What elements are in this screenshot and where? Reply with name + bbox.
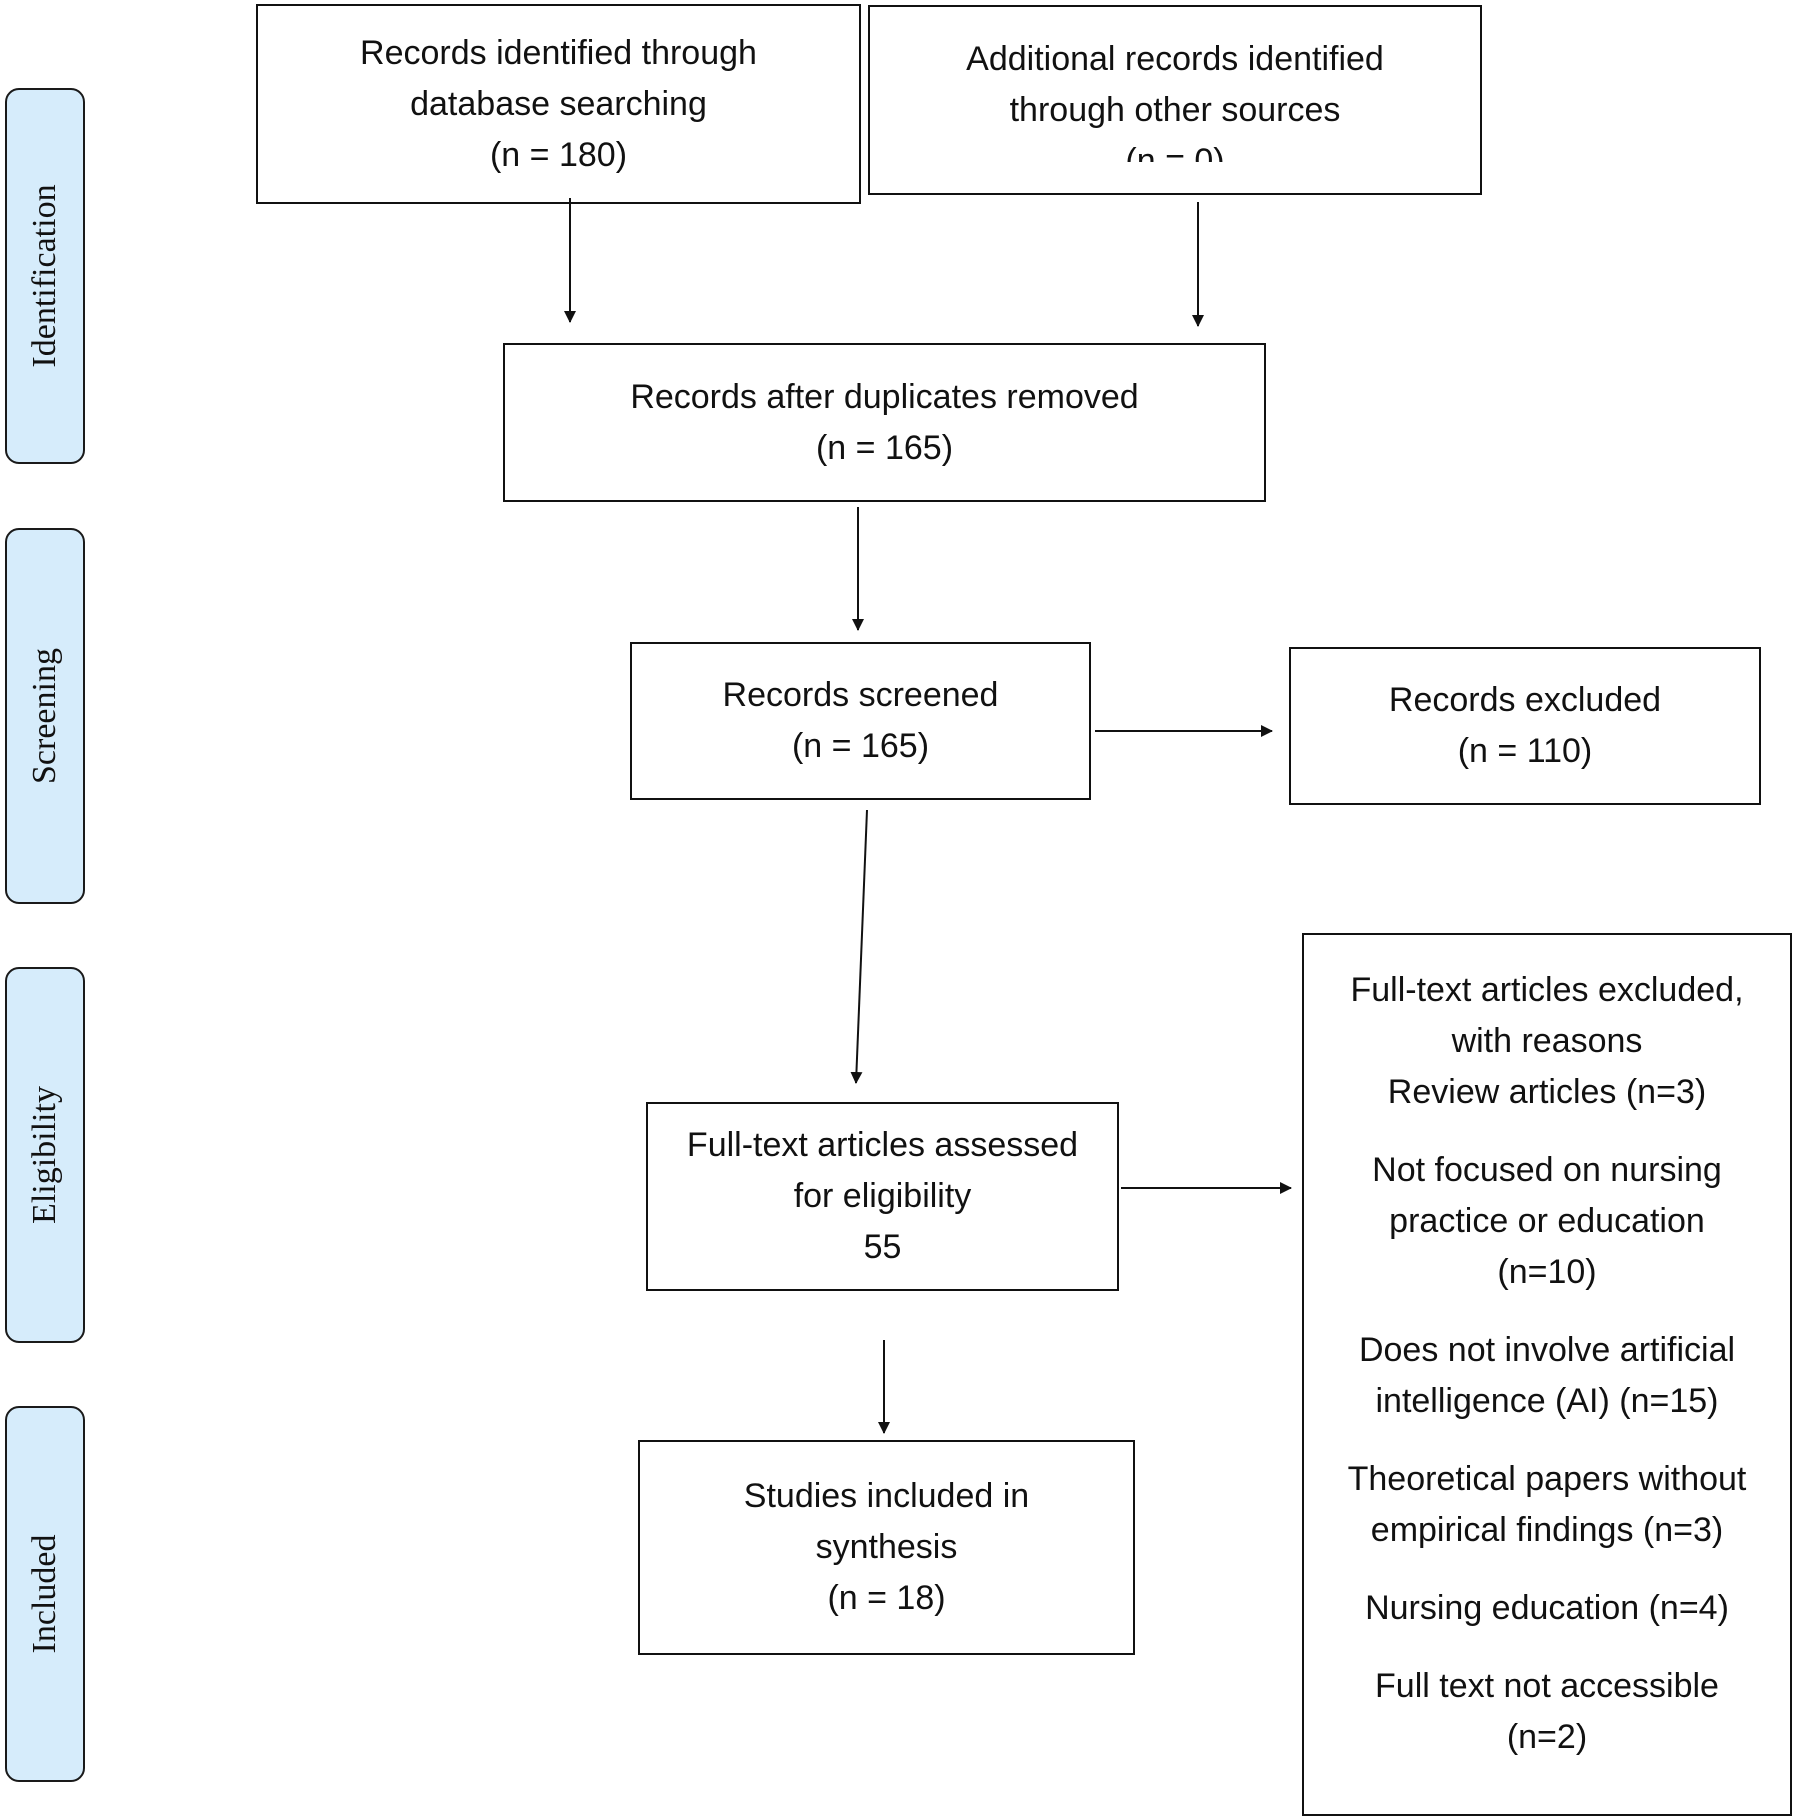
box-fulltext-line1: Full-text articles assessed: [686, 1126, 1079, 1164]
excluded-reason-nursing-line2: practice or education: [1389, 1202, 1705, 1240]
box-database-search: Records identified through database sear…: [256, 4, 861, 204]
box-database-line1: Records identified through: [360, 33, 757, 72]
box-studies-included: Studies included in synthesis (n = 18): [638, 1440, 1135, 1655]
box-database-line2: database searching: [410, 84, 707, 123]
box-fulltext-excluded: Full-text articles excluded, with reason…: [1302, 933, 1792, 1816]
phase-eligibility: Eligibility: [5, 967, 85, 1343]
box-records-screened: Records screened (n = 165): [630, 642, 1091, 800]
box-fulltext-line3: 55: [863, 1228, 902, 1266]
excluded-reason-review: Review articles (n=3): [1387, 1073, 1707, 1111]
box-fulltext-assessed: Full-text articles assessed for eligibil…: [646, 1102, 1119, 1291]
box-records-excluded: Records excluded (n = 110): [1289, 647, 1761, 805]
box-fulltext-line2: for eligibility: [793, 1177, 972, 1215]
excluded-reason-ai-line1: Does not involve artificial: [1358, 1331, 1736, 1369]
box-other-sources: Additional records identified through ot…: [868, 5, 1482, 195]
box-other-line1: Additional records identified: [966, 40, 1384, 78]
box-included-line2: synthesis: [815, 1528, 958, 1566]
box-other-line3: (n = 0): [1125, 142, 1225, 162]
excluded-reason-education: Nursing education (n=4): [1365, 1589, 1729, 1627]
phase-screening: Screening: [5, 528, 85, 904]
box-included-line1: Studies included in: [743, 1477, 1030, 1515]
box-database-line3: (n = 180): [489, 135, 628, 174]
arrow-screened-to-fulltext: [850, 809, 868, 1084]
excluded-reason-access-line1: Full text not accessible: [1375, 1667, 1719, 1705]
box-included-line3: (n = 18): [827, 1579, 946, 1617]
phase-included: Included: [5, 1406, 85, 1782]
excluded-header-line1: Full-text articles excluded,: [1350, 971, 1744, 1009]
excluded-reason-nursing-line1: Not focused on nursing: [1372, 1151, 1722, 1189]
excluded-reason-nursing-line3: (n=10): [1497, 1253, 1597, 1291]
excluded-reason-theoretical-line2: empirical findings (n=3): [1370, 1511, 1724, 1549]
box-screened-line2: (n = 165): [791, 727, 930, 765]
excluded-header-line2: with reasons: [1451, 1022, 1643, 1060]
phase-identification: Identification: [5, 88, 85, 464]
box-records-excluded-line2: (n = 110): [1457, 732, 1593, 770]
box-records-excluded-line1: Records excluded: [1388, 681, 1662, 719]
box-duplicates-removed: Records after duplicates removed (n = 16…: [503, 343, 1266, 502]
excluded-reason-theoretical-line1: Theoretical papers without: [1347, 1460, 1747, 1498]
excluded-reason-access-line2: (n=2): [1506, 1718, 1588, 1756]
box-screened-line1: Records screened: [722, 676, 999, 714]
box-duplicates-line2: (n = 165): [815, 428, 954, 467]
excluded-reason-ai-line2: intelligence (AI) (n=15): [1375, 1382, 1719, 1420]
box-duplicates-line1: Records after duplicates removed: [630, 377, 1139, 416]
box-other-line2: through other sources: [1009, 91, 1341, 129]
